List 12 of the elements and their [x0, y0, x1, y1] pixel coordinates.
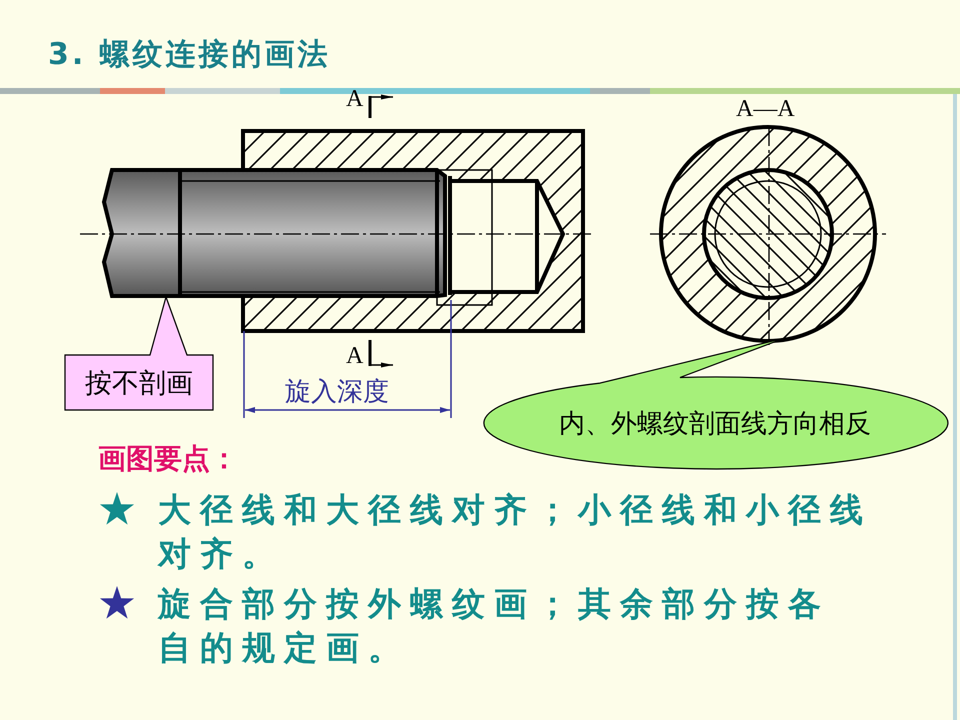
bullet-text: 大径线和大径线对齐；小径线和小径线对齐。: [158, 489, 873, 575]
dimension-label: 旋入深度: [285, 376, 389, 409]
slide-title: 3. 螺纹连接的画法: [48, 36, 331, 74]
section-view-label: A—A: [736, 96, 795, 123]
bullet-text: 旋合部分按外螺纹画；其余部分按各自的规定画。: [158, 583, 831, 669]
callout-bubble: [483, 338, 949, 470]
section-letter: A: [346, 343, 364, 370]
callout-text: 按不剖画: [84, 366, 194, 400]
callout-text: 内、外螺纹剖面线方向相反: [558, 408, 872, 440]
heading: 画图要点：: [98, 441, 238, 477]
callout-box: [65, 297, 213, 410]
section-letter: A: [346, 86, 364, 113]
